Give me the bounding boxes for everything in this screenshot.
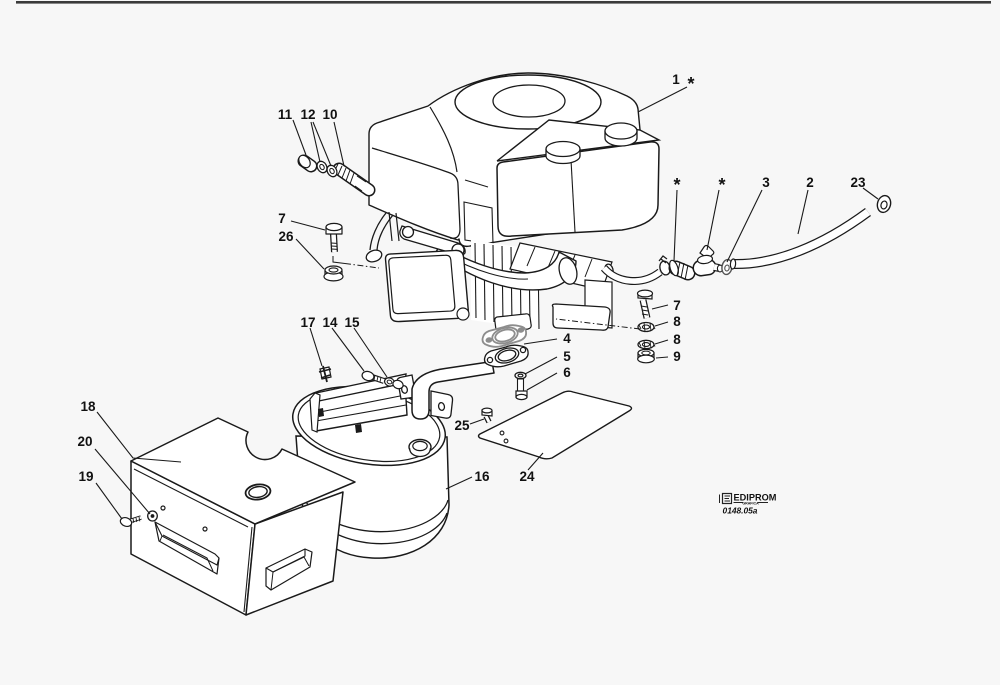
svg-text:12: 12 bbox=[300, 107, 315, 122]
svg-text:*: * bbox=[673, 175, 680, 195]
svg-text:18: 18 bbox=[80, 399, 96, 414]
svg-text:25: 25 bbox=[454, 418, 470, 433]
svg-text:17: 17 bbox=[300, 315, 315, 330]
svg-text:9: 9 bbox=[673, 349, 681, 364]
svg-text:14: 14 bbox=[322, 315, 338, 330]
svg-text:1: 1 bbox=[672, 72, 680, 87]
svg-text:20: 20 bbox=[77, 434, 92, 449]
svg-text:2: 2 bbox=[806, 175, 814, 190]
svg-text:EDIPROM: EDIPROM bbox=[734, 493, 777, 503]
svg-text:*: * bbox=[718, 175, 725, 195]
svg-text:26: 26 bbox=[278, 229, 294, 244]
svg-text:19: 19 bbox=[78, 469, 93, 484]
svg-text:8: 8 bbox=[673, 314, 681, 329]
svg-text:23: 23 bbox=[850, 175, 866, 190]
svg-text:7: 7 bbox=[673, 298, 681, 313]
svg-text:7: 7 bbox=[278, 211, 286, 226]
svg-text:6: 6 bbox=[563, 365, 571, 380]
svg-text:11: 11 bbox=[278, 107, 293, 122]
svg-text:16: 16 bbox=[474, 469, 490, 484]
svg-text:8: 8 bbox=[673, 332, 681, 347]
svg-text:GRAFICA: GRAFICA bbox=[742, 502, 759, 506]
svg-text:*: * bbox=[687, 74, 694, 94]
svg-text:10: 10 bbox=[322, 107, 337, 122]
svg-text:3: 3 bbox=[762, 175, 770, 190]
svg-text:4: 4 bbox=[563, 331, 571, 346]
svg-text:0148.05a: 0148.05a bbox=[723, 506, 758, 516]
svg-text:5: 5 bbox=[563, 349, 571, 364]
svg-text:24: 24 bbox=[519, 469, 535, 484]
svg-text:15: 15 bbox=[344, 315, 360, 330]
